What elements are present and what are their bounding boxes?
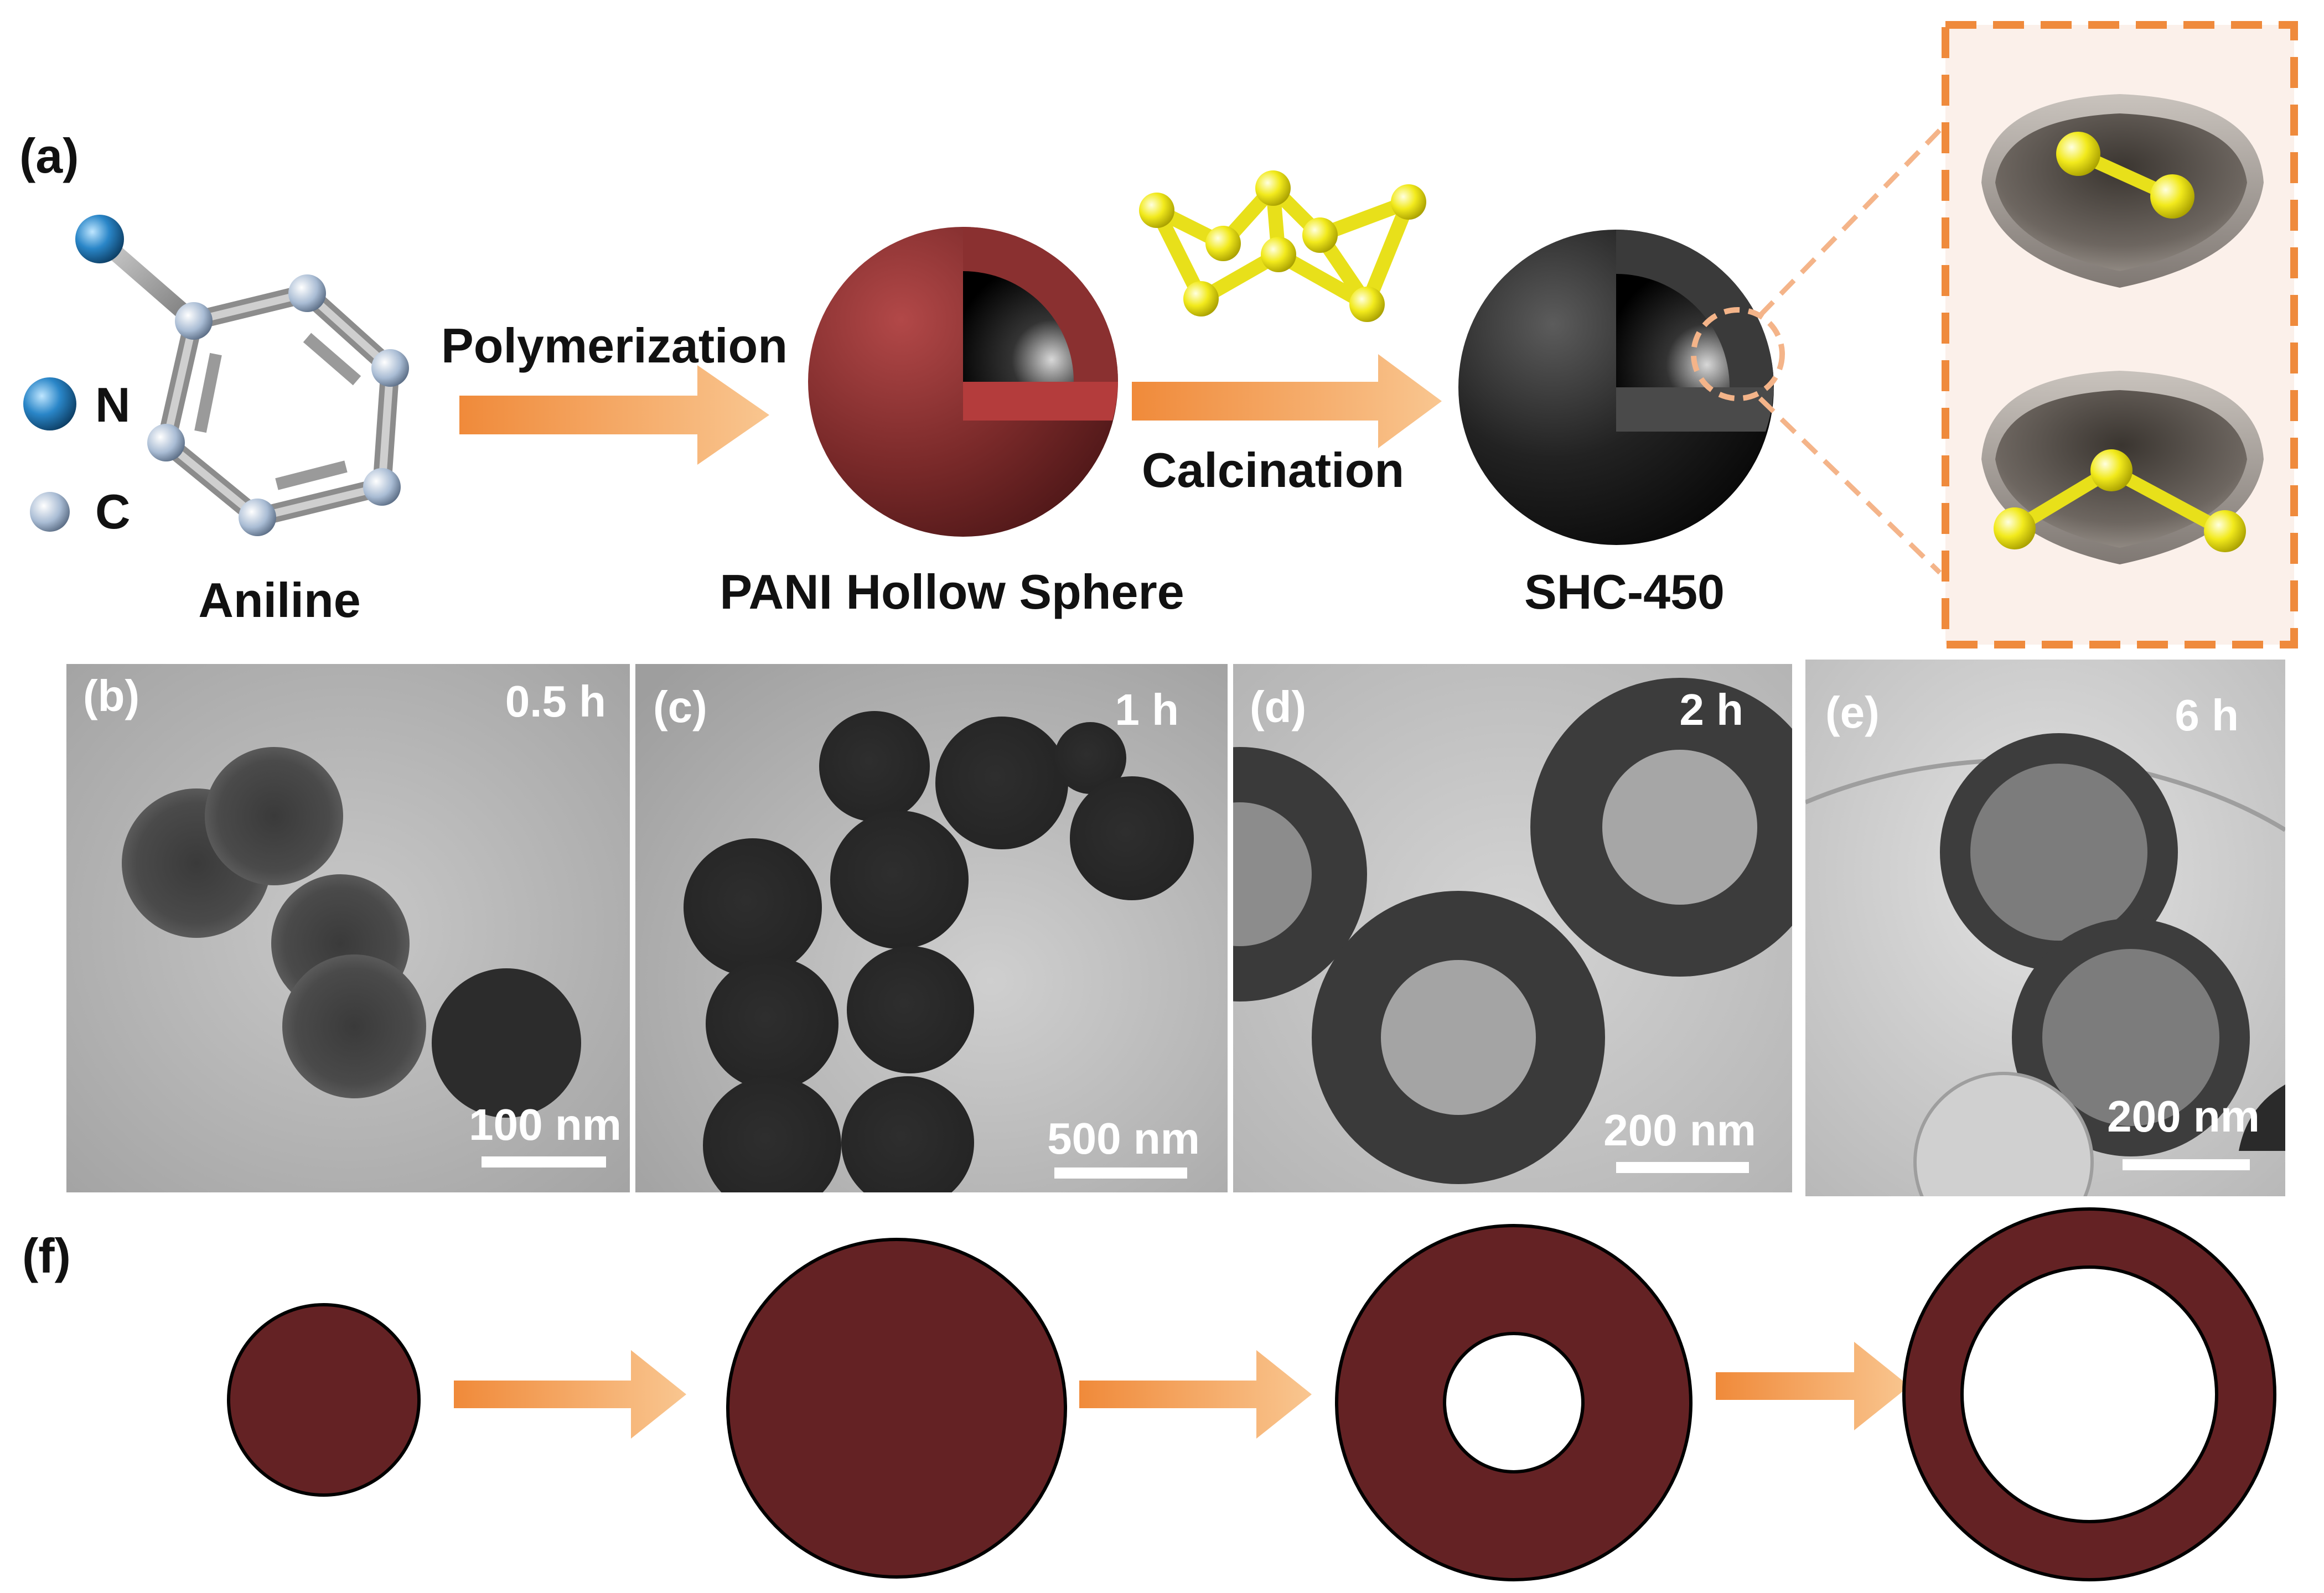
pore-cup-bottom xyxy=(1981,371,2264,564)
pani-hollow-sphere-label: PANI Hollow Sphere xyxy=(720,564,1184,619)
evolution-arrow-1 xyxy=(454,1350,686,1439)
tem-e-scale: 200 nm xyxy=(2107,1092,2260,1141)
tem-panel-e xyxy=(1805,660,2285,1196)
pore-cup-top xyxy=(1981,94,2264,288)
legend-n: N xyxy=(95,377,131,432)
tem-panel-c xyxy=(635,664,1228,1192)
sulfur-molecule xyxy=(1139,170,1426,322)
nitrogen-atom-icon xyxy=(23,377,76,430)
shc-450-label: SHC-450 xyxy=(1524,564,1725,619)
tem-e-label: (e) xyxy=(1825,688,1880,737)
pani-hollow-sphere xyxy=(808,227,1118,537)
tem-b-time: 0.5 h xyxy=(505,677,606,726)
aniline-label: Aniline xyxy=(198,573,360,627)
tem-panel-b xyxy=(66,664,630,1192)
tem-b-label: (b) xyxy=(83,671,139,720)
evolution-arrow-2 xyxy=(1079,1350,1312,1439)
calcination-label: Calcination xyxy=(1142,443,1404,497)
tem-d-scale: 200 nm xyxy=(1603,1106,1756,1155)
polymerization-arrow xyxy=(459,365,769,465)
evolution-arrow-3 xyxy=(1716,1342,1909,1430)
aniline-molecule xyxy=(75,215,409,536)
tem-c-scale: 500 nm xyxy=(1047,1114,1200,1163)
polymerization-label: Polymerization xyxy=(441,318,788,373)
tem-d-label: (d) xyxy=(1250,682,1306,731)
tem-c-label: (c) xyxy=(653,682,707,731)
zoom-line-bottom xyxy=(1758,396,1942,575)
evolution-sphere-3 xyxy=(1335,1224,1692,1581)
tem-c-time: 1 h xyxy=(1115,685,1179,734)
tem-e-time: 6 h xyxy=(2175,691,2239,740)
panel-a-label: (a) xyxy=(19,128,79,183)
calcination-arrow xyxy=(1132,354,1442,448)
evolution-sphere-2 xyxy=(726,1238,1067,1579)
pore-inset xyxy=(1942,21,2298,648)
tem-b-scale: 100 nm xyxy=(469,1100,622,1149)
evolution-sphere-4 xyxy=(1902,1207,2276,1581)
evolution-sphere-1 xyxy=(227,1303,421,1497)
tem-panel-d xyxy=(1233,664,1792,1192)
legend-c: C xyxy=(95,484,131,539)
panel-f-label: (f) xyxy=(22,1228,71,1283)
tem-d-time: 2 h xyxy=(1679,685,1743,734)
carbon-atom-icon xyxy=(30,492,70,532)
atom-legend: N C xyxy=(23,377,131,539)
zoom-line-top xyxy=(1758,128,1942,318)
shc-450-sphere xyxy=(1458,230,1785,545)
